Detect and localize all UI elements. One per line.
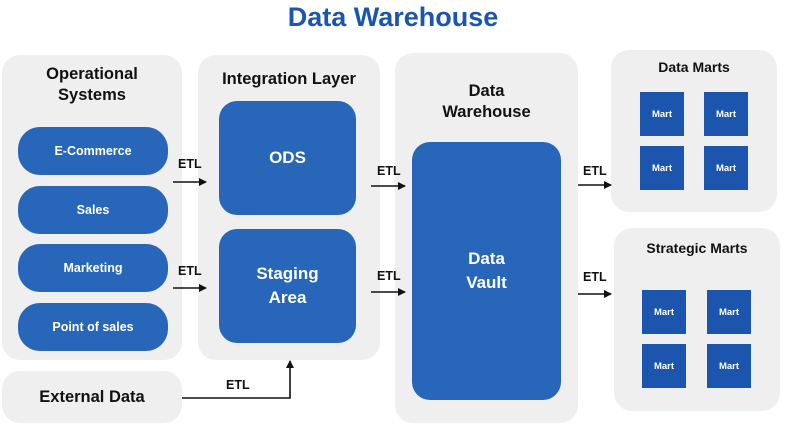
data-marts-title: Data Marts (658, 59, 730, 75)
strategic-mart-4: Mart (707, 344, 751, 388)
arrow-external-to-staging (182, 360, 294, 399)
operational-systems-panel: Operational Systems E-Commerce Sales Mar… (2, 55, 182, 360)
data-vault-box: Data Vault (412, 142, 561, 400)
etl-label-staging-to-warehouse: ETL (377, 269, 401, 283)
data-warehouse-title: Data Warehouse (442, 82, 531, 121)
page-title: Data Warehouse (287, 2, 499, 32)
strategic-mart-3: Mart (642, 344, 686, 388)
external-data-label: External Data (39, 387, 145, 406)
data-mart-4: Mart (704, 146, 748, 190)
strategic-marts-panel: Strategic Marts Mart Mart Mart Mart (614, 228, 780, 411)
etl-label-external-to-staging: ETL (226, 378, 250, 392)
e-commerce-box: E-Commerce (18, 127, 168, 175)
sales-box: Sales (18, 186, 168, 234)
point-of-sales-box: Point of sales (18, 303, 168, 351)
etl-label-operational-to-ods: ETL (178, 157, 202, 171)
strategic-marts-title: Strategic Marts (646, 240, 748, 256)
data-vault-label: Data Vault (466, 249, 507, 292)
external-data-box: External Data (2, 371, 182, 423)
data-marts-panel: Data Marts Mart Mart Mart Mart (611, 50, 777, 212)
data-mart-1: Mart (640, 92, 684, 136)
ods-box: ODS (219, 101, 356, 215)
operational-systems-title: Operational Systems (46, 65, 138, 104)
integration-layer-title: Integration Layer (222, 70, 356, 88)
integration-layer-panel: Integration Layer ODS Staging Area (198, 55, 380, 360)
data-mart-3: Mart (640, 146, 684, 190)
etl-label-warehouse-to-strategic-marts: ETL (583, 270, 607, 284)
etl-label-warehouse-to-data-marts: ETL (583, 164, 607, 178)
etl-label-ods-to-warehouse: ETL (377, 164, 401, 178)
strategic-mart-2: Mart (707, 290, 751, 334)
data-mart-2: Mart (704, 92, 748, 136)
staging-area-box: Staging Area (219, 229, 356, 343)
etl-label-operational-to-staging: ETL (178, 264, 202, 278)
staging-area-label: Staging Area (256, 264, 319, 307)
marketing-box: Marketing (18, 244, 168, 292)
data-warehouse-panel: Data Warehouse Data Vault (395, 53, 578, 423)
strategic-mart-1: Mart (642, 290, 686, 334)
